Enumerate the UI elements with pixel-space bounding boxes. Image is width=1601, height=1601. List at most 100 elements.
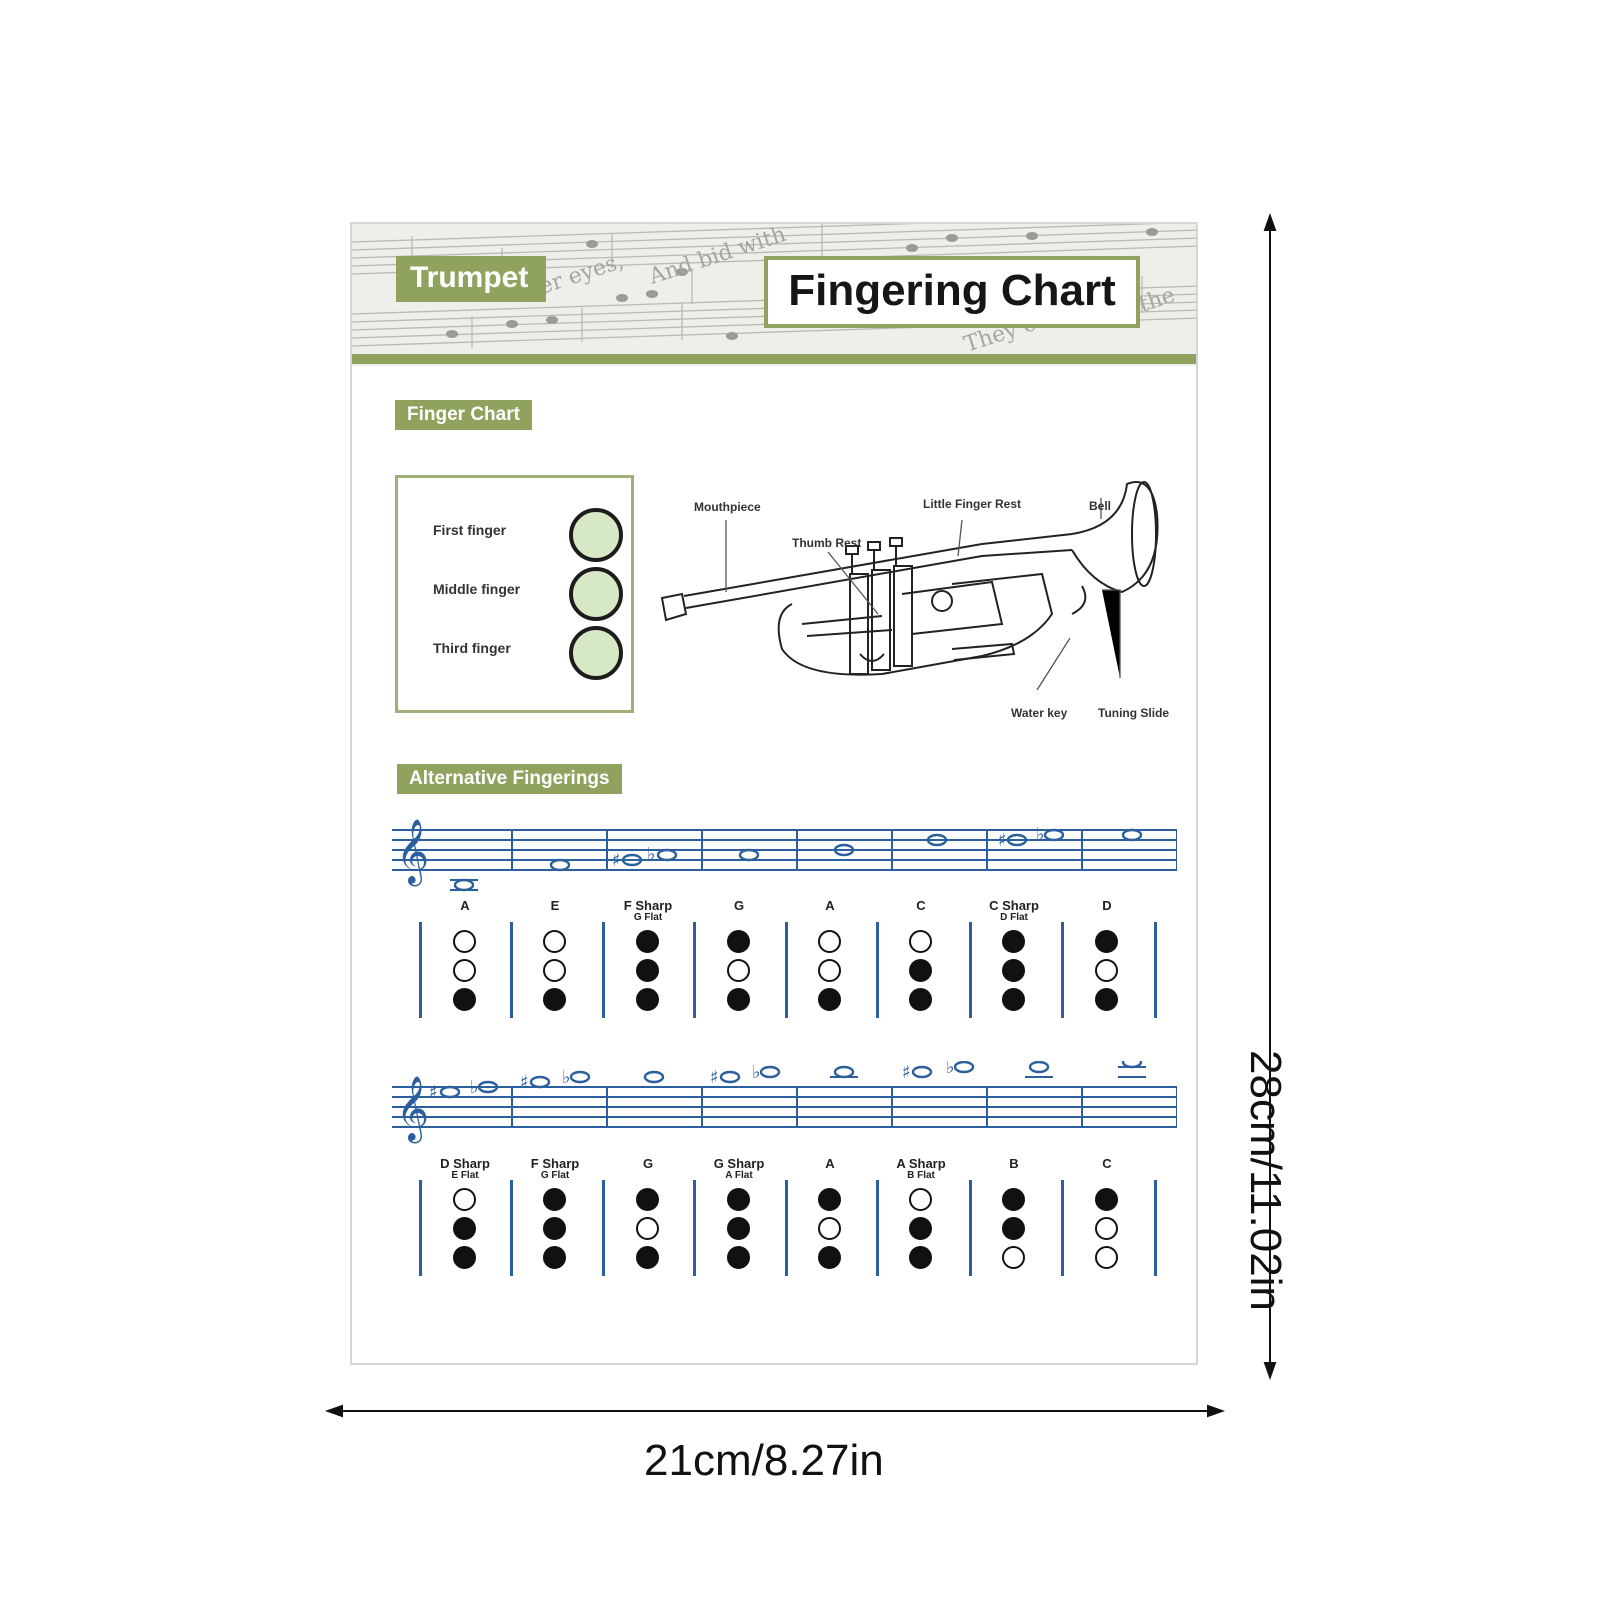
finger-circle-icon (569, 626, 623, 680)
cell-separator (602, 1180, 605, 1276)
cell-separator (1154, 922, 1157, 1018)
note-name: G Sharp (713, 1156, 765, 1171)
note-name: D (1102, 898, 1112, 913)
svg-text:♭: ♭ (752, 1062, 761, 1083)
valve-open-icon (1095, 1246, 1118, 1269)
note-label: B (964, 1156, 1064, 1171)
valve-open-icon (818, 1217, 841, 1240)
note-name: C (1102, 1156, 1112, 1171)
part-label-mouthpiece: Mouthpiece (694, 500, 761, 514)
cell-separator (876, 922, 879, 1018)
valve-pressed-icon (909, 1217, 932, 1240)
valve-pressed-icon (636, 1246, 659, 1269)
valve-pressed-icon (543, 1217, 566, 1240)
note-name: C (916, 898, 926, 913)
valve-open-icon (909, 1188, 932, 1211)
part-label-water-key: Water key (1011, 706, 1068, 720)
note-label: G (689, 898, 789, 913)
svg-text:♯: ♯ (429, 1082, 438, 1103)
valve-pressed-icon (453, 1246, 476, 1269)
valve-pressed-icon (727, 1217, 750, 1240)
header-divider (352, 354, 1196, 364)
valve-pressed-icon (1002, 930, 1025, 953)
note-label: C (871, 898, 971, 913)
cell-separator (876, 1180, 879, 1276)
note-name: D Sharp (440, 1156, 490, 1171)
note-name: G (642, 1156, 654, 1171)
note-alt-name: D Flat (1000, 912, 1028, 923)
trumpet-illustration-icon (660, 481, 1159, 691)
note-label: A (780, 1156, 880, 1171)
instrument-tag: Trumpet (396, 256, 546, 302)
note-name: F Sharp (623, 898, 673, 913)
valve-pressed-icon (727, 1246, 750, 1269)
cell-separator (510, 922, 513, 1018)
valve-open-icon (543, 930, 566, 953)
valve-pressed-icon (818, 1246, 841, 1269)
svg-text:♭: ♭ (562, 1067, 571, 1088)
cell-separator (419, 1180, 422, 1276)
treble-clef-icon: 𝄞 (396, 1076, 429, 1143)
valve-pressed-icon (453, 988, 476, 1011)
valve-open-icon (909, 930, 932, 953)
valve-pressed-icon (543, 1188, 566, 1211)
svg-text:♭: ♭ (946, 1061, 955, 1078)
cell-separator (419, 922, 422, 1018)
part-label-thumb-rest: Thumb Rest (792, 536, 862, 550)
note-name: G (733, 898, 745, 913)
width-dimension-label: 21cm/8.27in (644, 1436, 884, 1485)
fingering-chart-poster: And bid with er eyes, They c the Trumpet… (350, 222, 1198, 1365)
height-dimension-label: 28cm/11.02in (1241, 1050, 1290, 1311)
note-alt-name: E Flat (451, 1170, 479, 1181)
note-name: E (550, 898, 560, 913)
cell-separator (693, 1180, 696, 1276)
valve-open-icon (543, 959, 566, 982)
note-label: A (780, 898, 880, 913)
svg-text:♯: ♯ (902, 1062, 911, 1083)
valve-pressed-icon (1002, 959, 1025, 982)
note-name: B (1009, 1156, 1019, 1171)
valve-pressed-icon (636, 930, 659, 953)
valve-pressed-icon (1002, 1188, 1025, 1211)
svg-text:♯: ♯ (612, 850, 621, 871)
svg-text:♯: ♯ (710, 1067, 719, 1088)
note-alt-name: G Flat (633, 912, 663, 923)
valve-pressed-icon (636, 959, 659, 982)
part-label-bell: Bell (1089, 499, 1112, 513)
note-name: A (460, 898, 470, 913)
valve-pressed-icon (636, 988, 659, 1011)
trumpet-diagram: Mouthpiece Thumb Rest Little Finger Rest… (652, 474, 1172, 720)
note-alt-name: G Flat (540, 1170, 570, 1181)
svg-text:♭: ♭ (470, 1077, 479, 1098)
legend-row-first: First finger (433, 506, 633, 562)
finger-circle-icon (569, 508, 623, 562)
valve-pressed-icon (818, 1188, 841, 1211)
valve-pressed-icon (1002, 1217, 1025, 1240)
section-label-finger-chart: Finger Chart (395, 400, 532, 430)
svg-text:♯: ♯ (520, 1072, 529, 1093)
note-label: D (1057, 898, 1157, 913)
valve-open-icon (453, 1188, 476, 1211)
valve-pressed-icon (909, 959, 932, 982)
valve-open-icon (727, 959, 750, 982)
cell-separator (969, 1180, 972, 1276)
valve-pressed-icon (1095, 988, 1118, 1011)
valve-open-icon (818, 930, 841, 953)
valve-open-icon (1095, 959, 1118, 982)
valve-pressed-icon (727, 988, 750, 1011)
note-name: C Sharp (989, 898, 1039, 913)
section-label-alternative-fingerings: Alternative Fingerings (397, 764, 622, 794)
note-alt-name: B Flat (907, 1170, 935, 1181)
music-staff: 𝄞 ♯ ♭ ♯ ♭ ♯ ♭ ♯ ♭ (392, 1061, 1177, 1143)
note-label: E (505, 898, 605, 913)
cell-separator (602, 922, 605, 1018)
legend-label: Middle finger (433, 581, 521, 597)
cell-separator (969, 922, 972, 1018)
legend-label: Third finger (433, 640, 511, 656)
valve-pressed-icon (543, 988, 566, 1011)
music-staff: 𝄞 ♯♭ ♯♭ (392, 819, 1177, 892)
